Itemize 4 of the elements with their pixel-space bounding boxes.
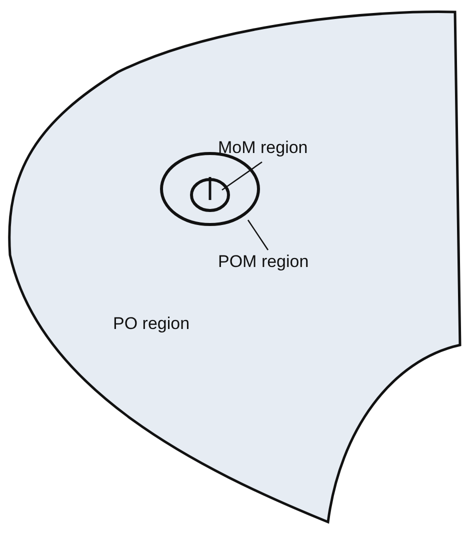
region-label: PO region — [113, 314, 190, 334]
leader-line — [247, 220, 269, 250]
region-label: POM region — [218, 252, 309, 272]
region-label: MoM region — [218, 138, 308, 158]
